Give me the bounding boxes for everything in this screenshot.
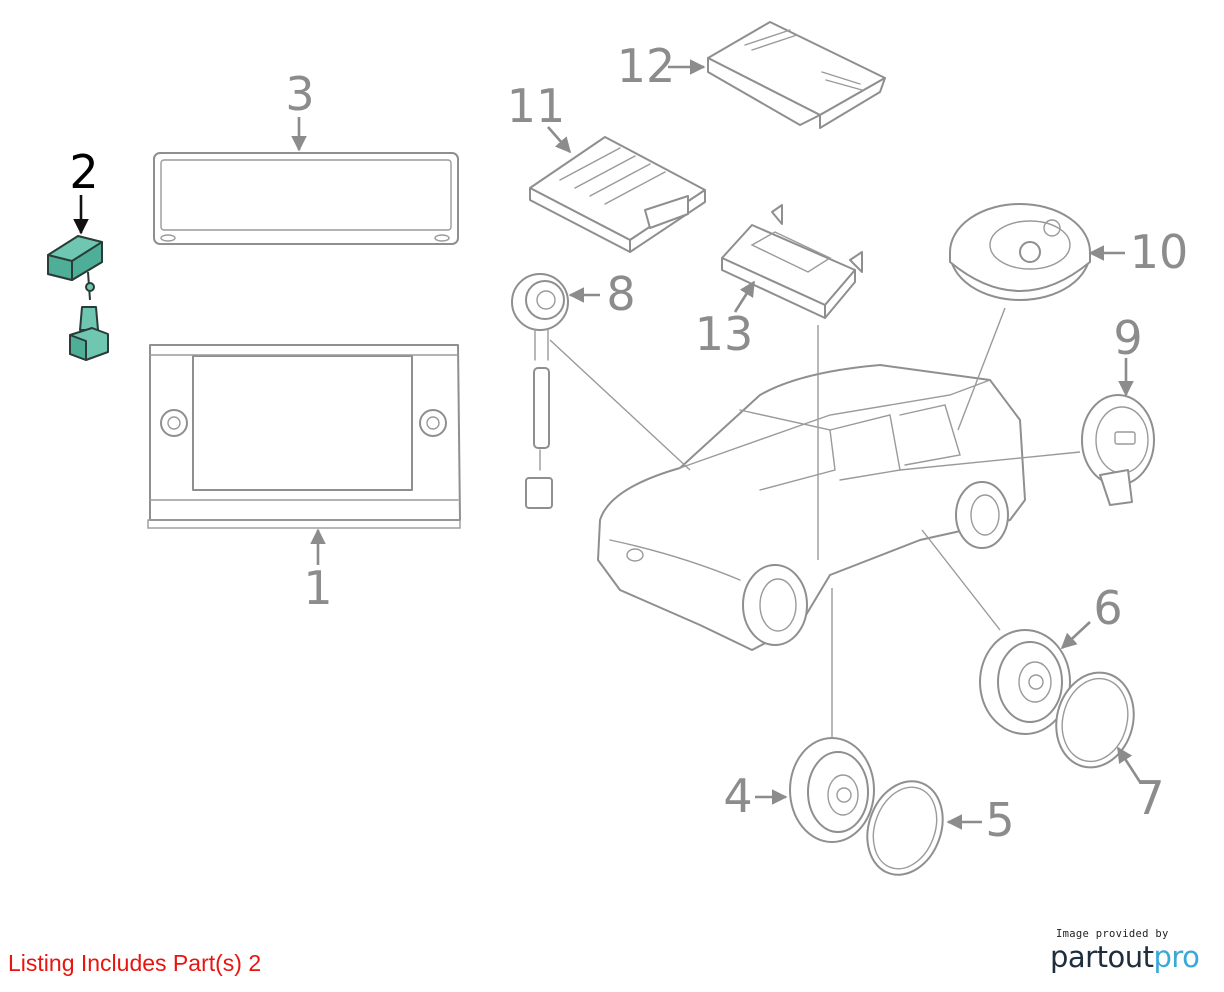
part-12-control-module[interactable]	[707, 21, 886, 129]
callout-6: 6	[1093, 581, 1122, 635]
part-3-display-frame[interactable]	[153, 152, 459, 245]
part-6-door-speaker[interactable]	[979, 629, 1071, 735]
callout-1: 1	[303, 561, 332, 615]
part-2-antenna-module[interactable]	[47, 235, 109, 361]
part-7-seal-ring[interactable]	[1046, 664, 1144, 776]
part-10-subwoofer[interactable]	[949, 203, 1091, 301]
callout-4: 4	[723, 769, 752, 823]
callout-3: 3	[285, 67, 314, 121]
part-8-tweeter[interactable]	[511, 273, 569, 509]
part-4-door-speaker[interactable]	[789, 737, 875, 843]
part-1-display-unit[interactable]	[147, 344, 461, 529]
callout-9: 9	[1113, 311, 1142, 365]
callout-10: 10	[1130, 225, 1189, 279]
leader-lines	[549, 307, 1081, 738]
vehicle-outline	[597, 364, 1026, 651]
part-9-speaker[interactable]	[1081, 394, 1155, 506]
listing-includes-note: Listing Includes Part(s) 2	[8, 950, 262, 976]
callout-13: 13	[695, 307, 754, 361]
part-5-seal-ring[interactable]	[855, 771, 955, 886]
callout-2: 2	[69, 145, 98, 199]
image-credit: Image provided by partoutpro	[1050, 928, 1210, 974]
credit-caption: Image provided by	[1056, 928, 1169, 940]
callout-7: 7	[1135, 771, 1164, 825]
part-13-bracket[interactable]	[721, 204, 863, 319]
logo-text-part1: partout	[1050, 940, 1154, 974]
callout-12: 12	[617, 39, 676, 93]
callout-11: 11	[507, 79, 566, 133]
callout-5: 5	[985, 793, 1014, 847]
part-11-amplifier[interactable]	[529, 136, 706, 253]
callout-8: 8	[606, 267, 635, 321]
partoutpro-logo: partoutpro	[1050, 940, 1210, 974]
logo-text-part2: pro	[1153, 940, 1200, 974]
